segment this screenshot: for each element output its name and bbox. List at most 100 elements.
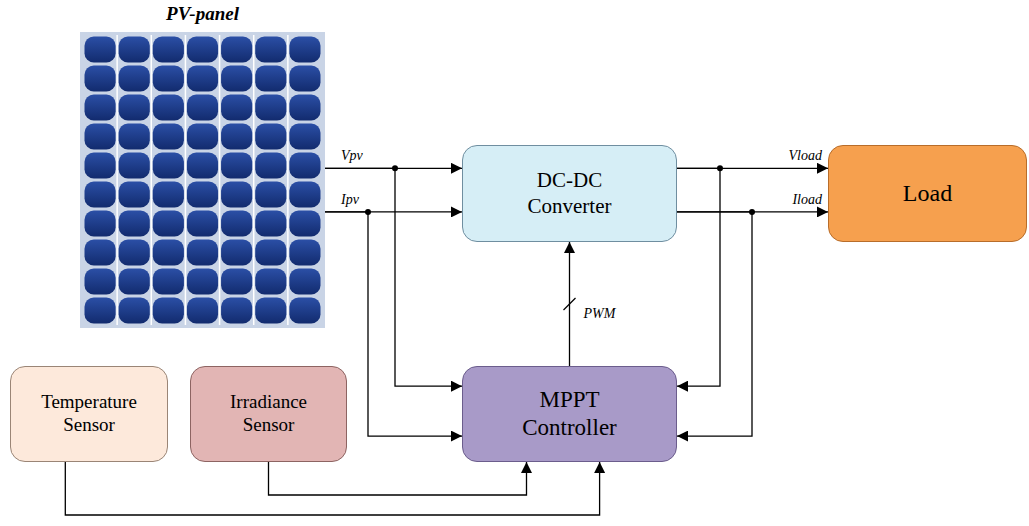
box-label: Load [903, 179, 952, 208]
solar-cell [289, 298, 320, 324]
cell-gap [151, 35, 153, 325]
solar-cell [187, 211, 218, 237]
solar-cell [221, 182, 252, 208]
load-box: Load [828, 145, 1027, 242]
solar-cell [289, 269, 320, 295]
solar-cell [221, 240, 252, 266]
bus-slash [564, 298, 576, 310]
solar-cell [255, 298, 286, 324]
solar-cell [187, 37, 218, 63]
solar-cell [119, 298, 150, 324]
solar-cell [255, 66, 286, 92]
solar-cell [119, 211, 150, 237]
solar-cell [85, 211, 116, 237]
solar-cell [153, 37, 184, 63]
solar-cell [187, 298, 218, 324]
solar-cell [187, 66, 218, 92]
solar-cell [289, 37, 320, 63]
solar-cell [119, 269, 150, 295]
solar-cell [187, 182, 218, 208]
solar-cell [119, 240, 150, 266]
solar-cell [289, 240, 320, 266]
solar-cell [85, 182, 116, 208]
solar-cell [289, 95, 320, 121]
solar-cell [85, 37, 116, 63]
solar-cell [153, 269, 184, 295]
solar-cell [289, 182, 320, 208]
signal-label: Iload [792, 192, 822, 209]
solar-cell [289, 66, 320, 92]
solar-cell [119, 95, 150, 121]
box-label: Irradiance Sensor [204, 391, 334, 437]
solar-cell [289, 211, 320, 237]
solar-cell [85, 153, 116, 179]
solar-cell [153, 182, 184, 208]
signal-connector [677, 168, 720, 386]
solar-cell [187, 124, 218, 150]
solar-cell [221, 124, 252, 150]
solar-cell [255, 211, 286, 237]
solar-cell [85, 66, 116, 92]
solar-cell [221, 153, 252, 179]
solar-cell [187, 95, 218, 121]
sensor-box: Irradiance Sensor [190, 366, 347, 462]
solar-cell [153, 66, 184, 92]
signal-label: Vload [789, 148, 822, 165]
cell-gap [219, 35, 221, 325]
pv-panel: PV-panel [80, 32, 325, 328]
solar-cell [221, 298, 252, 324]
solar-cell [85, 298, 116, 324]
solar-cell [153, 95, 184, 121]
solar-cell [221, 269, 252, 295]
signal-label: PWM [584, 306, 616, 323]
cell-gap [116, 35, 118, 325]
solar-cell [85, 269, 116, 295]
signal-connector [325, 168, 462, 386]
solar-cell [255, 182, 286, 208]
cell-gap [185, 35, 187, 325]
solar-cell [119, 153, 150, 179]
junction-dot [365, 209, 371, 215]
solar-cell [255, 95, 286, 121]
solar-cell [221, 37, 252, 63]
solar-cell [187, 153, 218, 179]
signal-label: Ipv [341, 192, 359, 209]
solar-cell [221, 95, 252, 121]
box-label: Temperature Sensor [24, 391, 154, 437]
solar-cell [153, 211, 184, 237]
solar-panel-illustration [80, 32, 325, 328]
solar-cell [255, 240, 286, 266]
signal-connector [269, 462, 527, 495]
solar-cell [255, 124, 286, 150]
signal-connector [677, 212, 752, 436]
converter-box: DC-DC Converter [462, 145, 677, 242]
solar-cell [221, 66, 252, 92]
box-label: DC-DC Converter [515, 168, 625, 218]
junction-dot [749, 209, 755, 215]
solar-cell [119, 37, 150, 63]
cell-gap [287, 35, 289, 325]
junction-dot [717, 165, 723, 171]
solar-cell [153, 124, 184, 150]
solar-cell [153, 298, 184, 324]
panel-heading: PV-panel [80, 3, 325, 26]
signal-connector [65, 462, 599, 515]
solar-cell [85, 124, 116, 150]
solar-cell [153, 240, 184, 266]
box-label: MPPT Controller [510, 386, 630, 441]
solar-cell [153, 153, 184, 179]
solar-cell [187, 269, 218, 295]
solar-cell [255, 153, 286, 179]
solar-cell [85, 240, 116, 266]
solar-cell [289, 124, 320, 150]
solar-cell [289, 153, 320, 179]
solar-cell [221, 211, 252, 237]
solar-cell [119, 66, 150, 92]
solar-cell [119, 124, 150, 150]
solar-cell [85, 95, 116, 121]
solar-cell [255, 37, 286, 63]
sensor-box: Temperature Sensor [10, 366, 168, 462]
cell-gap [253, 35, 255, 325]
signal-label: Vpv [341, 148, 363, 165]
